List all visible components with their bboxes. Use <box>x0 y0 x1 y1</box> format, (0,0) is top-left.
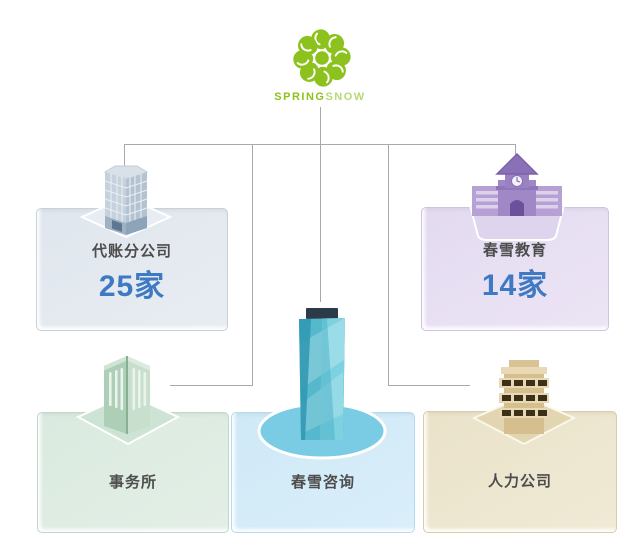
green-building-icon <box>75 356 181 446</box>
connector-drop-education <box>515 144 516 160</box>
flower-logo-icon <box>292 29 352 88</box>
connector-branch <box>124 144 515 145</box>
connector-horizontal-firm <box>170 385 252 386</box>
skyscraper-tower-icon <box>257 308 387 460</box>
connector-stem <box>320 107 321 144</box>
consulting-label: 春雪咨询 <box>290 474 355 491</box>
office-building-icon <box>79 165 173 239</box>
education-count: 14家 <box>481 269 549 302</box>
brand-wordmark-secondary: SNOW <box>325 91 366 103</box>
firm-label: 事务所 <box>108 474 157 491</box>
connector-drop-branch-offices <box>124 144 125 166</box>
branch-offices-label: 代账分公司 <box>91 243 172 260</box>
education-label: 春雪教育 <box>482 242 547 259</box>
connector-drop-firm <box>252 144 253 386</box>
connector-drop-consulting <box>320 144 321 302</box>
connector-drop-hr <box>388 144 389 386</box>
brand-wordmark: SPRINGSNOW <box>240 91 400 103</box>
school-building-icon <box>468 152 566 241</box>
hr-building-icon <box>471 360 577 446</box>
hr-label: 人力公司 <box>487 473 552 490</box>
brand-wordmark-primary: SPRING <box>274 91 326 103</box>
branch-offices-count: 25家 <box>98 270 166 303</box>
connector-horizontal-hr <box>388 385 470 386</box>
